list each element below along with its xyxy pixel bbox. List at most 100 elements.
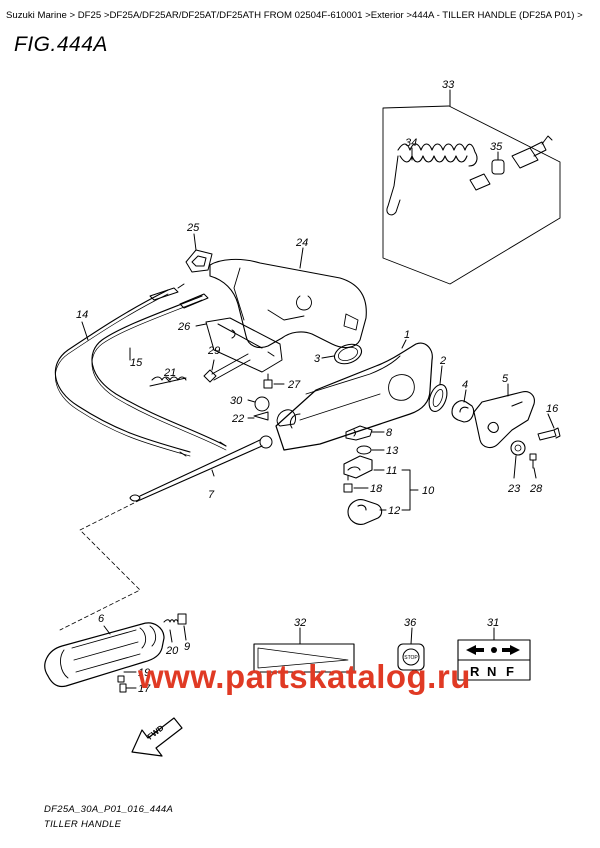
lanyard-plate xyxy=(469,173,491,191)
lanyard-clip xyxy=(386,155,401,216)
screw-28 xyxy=(529,453,537,469)
bolt-29 xyxy=(203,353,251,383)
washer-30 xyxy=(254,396,270,412)
watermark: www.partskatalog.ru xyxy=(138,658,471,695)
grip-body xyxy=(44,622,165,688)
callout-25: 25 xyxy=(186,222,200,234)
fwd-arrow xyxy=(131,717,183,757)
bolt-9 xyxy=(177,613,187,625)
cable-14 xyxy=(54,289,191,453)
leader-16 xyxy=(547,413,555,429)
washer-13 xyxy=(356,445,372,455)
callout-3: 3 xyxy=(314,353,321,365)
callout-2: 2 xyxy=(439,355,446,367)
cable-end-14 xyxy=(149,283,185,301)
spring-20 xyxy=(163,619,179,623)
breadcrumb-separator: > xyxy=(577,10,583,21)
callout-5: 5 xyxy=(502,373,509,385)
callout-24: 24 xyxy=(295,237,308,249)
callout-7: 7 xyxy=(208,489,215,501)
leader-36 xyxy=(410,627,413,645)
spring-21 xyxy=(149,376,187,387)
callouts: 33 34 35 25 24 14 26 1 29 15 3 2 21 27 4… xyxy=(76,79,559,695)
callout-11: 11 xyxy=(386,465,397,477)
shaft-7 xyxy=(59,435,273,631)
decal-36 xyxy=(397,627,425,671)
washer-23 xyxy=(510,440,526,456)
seal-3 xyxy=(333,343,363,365)
callout-4: 4 xyxy=(462,379,468,391)
cable-ends-lower xyxy=(179,441,227,457)
decal-n-text: N xyxy=(487,664,496,679)
knob-12 xyxy=(347,499,383,525)
leader-1 xyxy=(401,339,407,349)
callout-36: 36 xyxy=(404,617,417,629)
leader-30 xyxy=(247,399,256,403)
callout-22: 22 xyxy=(231,413,244,425)
callout-20: 20 xyxy=(165,645,179,657)
clamp-26 xyxy=(195,317,285,389)
switch-lead xyxy=(541,135,553,145)
leader-14 xyxy=(81,321,89,341)
callout-21: 21 xyxy=(163,367,176,379)
bolt-27 xyxy=(263,373,273,389)
small-parts-left xyxy=(247,396,270,421)
callout-35: 35 xyxy=(490,141,503,153)
screw-19-17 xyxy=(117,675,127,693)
callout-13: 13 xyxy=(386,445,399,457)
leader-6 xyxy=(103,625,111,635)
breadcrumb-item-suzuki-marine[interactable]: Suzuki Marine xyxy=(6,10,67,21)
figure-code: DF25A_30A_P01_016_444A xyxy=(44,804,174,815)
bracket-detail xyxy=(233,267,359,331)
breadcrumb-item-current[interactable]: 444A - TILLER HANDLE (DF25A P01) xyxy=(412,10,575,21)
callout-17: 17 xyxy=(138,683,151,695)
leader-20 xyxy=(169,629,173,643)
callout-30: 30 xyxy=(230,395,243,407)
leader-2 xyxy=(439,365,443,385)
cable-14b xyxy=(55,293,191,457)
callout-15: 15 xyxy=(130,357,143,369)
clip-22 xyxy=(253,411,269,421)
bushing-4 xyxy=(451,400,475,423)
leader-25 xyxy=(193,233,197,251)
callout-14: 14 xyxy=(76,309,88,321)
bracket-5 xyxy=(473,391,535,449)
bracket-body-24 xyxy=(209,258,367,349)
leader-28 xyxy=(533,467,537,479)
callout-1: 1 xyxy=(404,329,410,341)
callout-27: 27 xyxy=(287,379,301,391)
tiller-handle-1 xyxy=(275,339,433,451)
callout-32: 32 xyxy=(294,617,306,629)
breadcrumb-separator: > xyxy=(365,10,371,21)
callout-18: 18 xyxy=(370,483,383,495)
callout-10: 10 xyxy=(422,485,435,497)
cable-end-15 xyxy=(179,293,209,309)
decal-f-text: F xyxy=(506,664,514,679)
leader-21 xyxy=(165,377,171,383)
callout-12: 12 xyxy=(388,505,400,517)
link-dash xyxy=(59,499,141,631)
breadcrumb-separator: > xyxy=(103,10,110,21)
lanyard-coil xyxy=(397,143,478,167)
decal-31 xyxy=(457,627,531,681)
callout-6: 6 xyxy=(98,613,105,625)
throttle-cables xyxy=(54,283,227,457)
callout-8: 8 xyxy=(386,427,393,439)
breadcrumb-item-df25[interactable]: DF25 xyxy=(77,10,102,21)
friction-parts xyxy=(343,425,419,525)
bracket-10 xyxy=(401,469,419,511)
switch-nut xyxy=(491,159,505,175)
callout-34: 34 xyxy=(405,137,417,149)
decal-r-text: R xyxy=(470,664,480,679)
steering-bracket xyxy=(185,233,367,349)
switch-body xyxy=(511,141,547,169)
cable-15 xyxy=(91,295,227,447)
breadcrumb-separator: > xyxy=(406,10,413,21)
breadcrumb-item-model[interactable]: DF25A/DF25AR/DF25AT/DF25ATH FROM 02504F-… xyxy=(109,10,363,21)
breadcrumb-item-exterior[interactable]: Exterior xyxy=(370,10,404,21)
grip-ridges xyxy=(60,625,157,679)
tiller-collar xyxy=(276,409,301,429)
grip-6 xyxy=(44,613,187,693)
leader-4 xyxy=(463,389,467,403)
